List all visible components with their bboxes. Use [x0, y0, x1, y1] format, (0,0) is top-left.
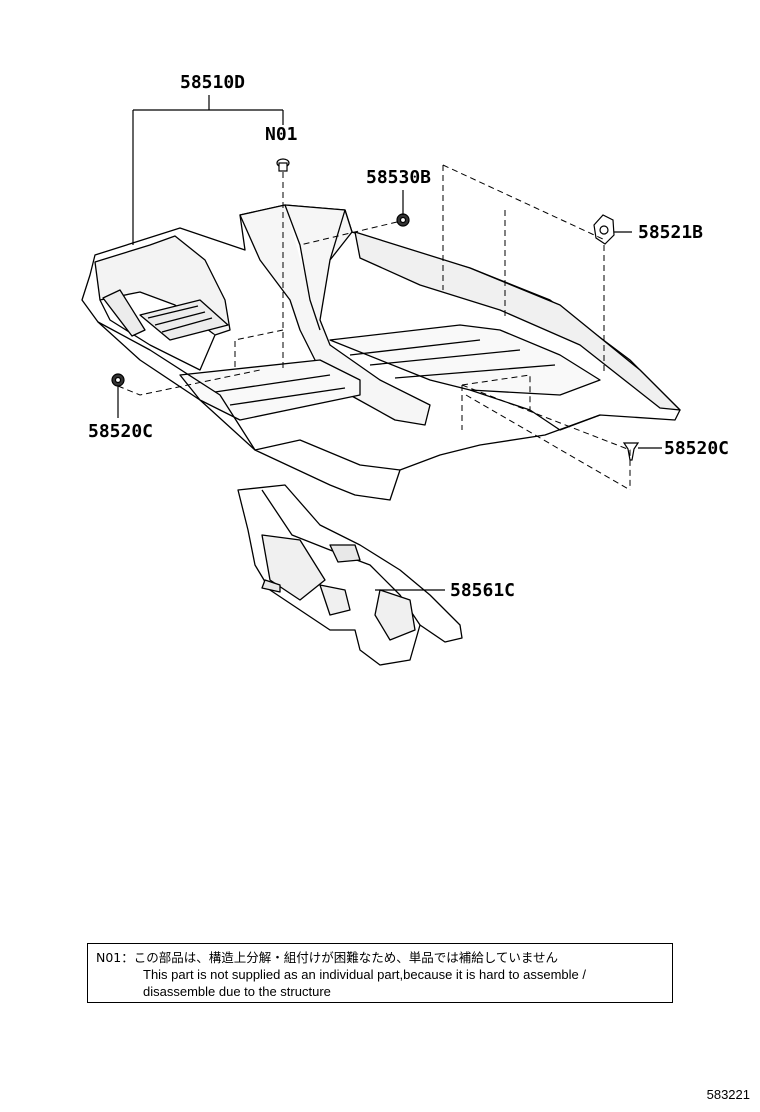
note-english-line1: This part is not supplied as an individu… [143, 967, 586, 982]
rear-carpet-58561c [237, 484, 463, 666]
note-japanese: N01：この部品は、構造上分解・組付けが困難なため、単品では補給していません [96, 950, 559, 965]
note-box: N01：この部品は、構造上分解・組付けが困難なため、単品では補給していません T… [87, 943, 673, 1003]
figure-reference-number: 583221 [706, 1087, 750, 1102]
dashed-assembly-lines [117, 164, 631, 491]
label-58520c-right: 58520C [664, 438, 729, 459]
label-n01: N01 [265, 124, 298, 145]
n01-clip-icon [276, 158, 290, 172]
hook-58521b-icon [593, 214, 615, 245]
note-english-line2: disassemble due to the structure [143, 984, 331, 999]
floor-carpet-58510d [81, 204, 681, 501]
label-58521b: 58521B [638, 222, 703, 243]
label-58510d: 58510D [180, 72, 245, 93]
label-58520c-left: 58520C [88, 421, 153, 442]
clip-58520c-right-icon [622, 442, 640, 461]
label-58561c: 58561C [450, 580, 515, 601]
label-58530b: 58530B [366, 167, 431, 188]
clip-58520c-left-icon [111, 373, 125, 387]
clip-58530b-icon [396, 213, 410, 227]
leader-lines [117, 95, 662, 591]
